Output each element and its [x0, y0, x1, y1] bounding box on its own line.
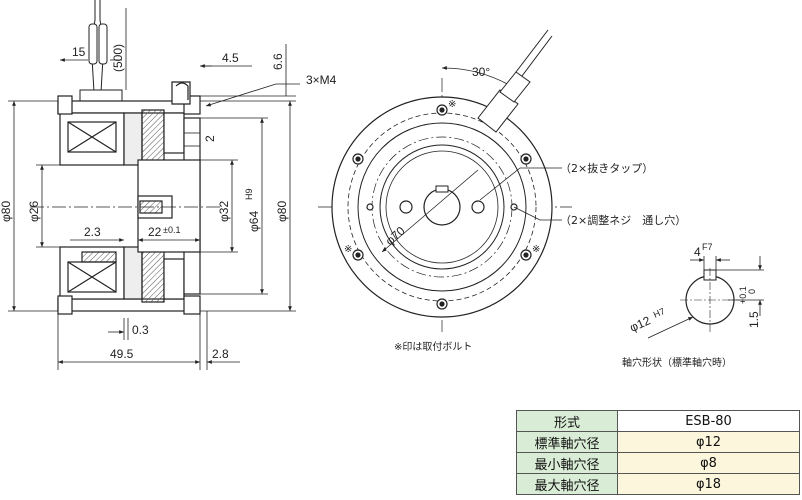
spec-row-label: 最小軸穴径 — [516, 452, 618, 474]
angle-30: 30° — [472, 65, 490, 79]
spec-row-value: φ18 — [617, 473, 800, 495]
shaft-depth: 1.5 — [747, 311, 761, 328]
dim-phi32: φ32 — [217, 201, 231, 222]
dim-22: 22 — [148, 225, 162, 239]
dim-0-3: 0.3 — [132, 323, 149, 337]
wire-boss — [79, 89, 123, 103]
dim-2-8: 2.8 — [212, 347, 229, 361]
front-dimensions — [8, 8, 300, 370]
dim-4-5: 4.5 — [222, 51, 239, 65]
dim-phi64-tol: H9 — [244, 188, 254, 200]
dim-6-6: 6.6 — [271, 53, 285, 70]
dim-500: (500) — [111, 44, 125, 72]
shaft-depth-tol-upper: +0.1 — [738, 286, 748, 304]
shaft-width-tol: F7 — [702, 242, 713, 252]
lead-outlet — [477, 29, 553, 133]
dim-phi80-right: φ80 — [275, 201, 289, 222]
spec-row-label: 標準軸穴径 — [516, 431, 618, 453]
brake-body — [57, 81, 201, 315]
dim-phi80-left: φ80 — [0, 201, 13, 222]
mounting-holes — [352, 104, 532, 310]
dim-phi26: φ26 — [27, 201, 41, 222]
bolt-marker-2: ※ — [344, 244, 352, 255]
spec-model-label: 形式 — [516, 410, 618, 432]
spec-row: 標準軸穴径 φ12 — [516, 431, 800, 453]
shaft-depth-tol-lower: 0 — [747, 289, 757, 294]
bolt-marker-1: ※ — [448, 99, 456, 110]
dim-49-5: 49.5 — [110, 347, 134, 361]
spec-table: 形式 ESB-80 標準軸穴径 φ12 最小軸穴径 φ8 最大軸穴径 φ18 — [516, 410, 800, 495]
shaft-bore — [423, 188, 461, 226]
spec-model-value: ESB-80 — [617, 410, 800, 432]
shaft-hole-caption: 軸穴形状（標準軸穴時） — [622, 356, 732, 369]
dim-2: 2 — [203, 135, 217, 142]
bolt-marker-3: ※ — [532, 244, 540, 255]
spec-row-model: 形式 ESB-80 — [516, 410, 800, 432]
side-view — [318, 29, 572, 332]
dim-22-tol: ±0.1 — [163, 225, 180, 235]
lead-wires — [88, 0, 108, 93]
spec-row: 最大軸穴径 φ18 — [516, 473, 800, 495]
dim-phi64: φ64 — [247, 211, 261, 232]
shaft-hole-detail — [647, 256, 764, 339]
dim-screws: 3×M4 — [306, 73, 337, 87]
dim-15: 15 — [72, 45, 86, 59]
spec-row: 最小軸穴径 φ8 — [516, 452, 800, 474]
front-section-view: 15 (500) 4.5 6.6 3×M4 2 φ80 φ26 φ32 φ64 … — [0, 0, 337, 370]
shaft-phi12-tol: H7 — [652, 306, 667, 320]
bolt-note: ※印は取付ボルト — [394, 340, 472, 353]
dim-2-3: 2.3 — [84, 225, 101, 239]
callout-tap: （2×抜きタップ） — [560, 161, 653, 175]
spec-row-value: φ12 — [617, 431, 800, 453]
callout-screw: （2×調整ネジ 通し穴） — [560, 213, 686, 227]
spec-row-value: φ8 — [617, 452, 800, 474]
shaft-width: 4 — [694, 245, 701, 259]
shaft-phi12: φ12 — [628, 313, 653, 335]
spec-row-label: 最大軸穴径 — [516, 473, 618, 495]
